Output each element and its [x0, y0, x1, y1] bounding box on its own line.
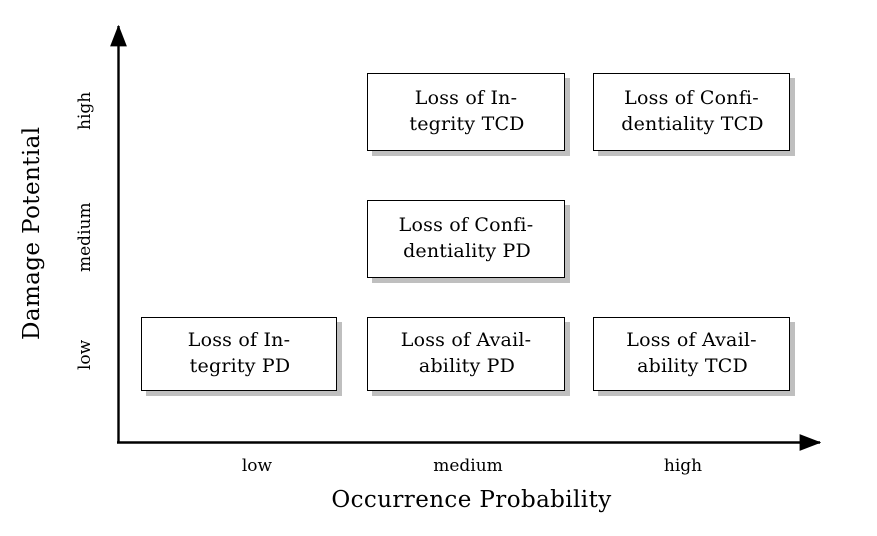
x-tick-high: high	[663, 456, 703, 476]
risk-cell-loss-of-confidentiality-tcd: Loss of Confi- dentiality TCD	[593, 73, 790, 151]
risk-cell-loss-of-availability-pd: Loss of Avail- ability PD	[367, 317, 565, 391]
y-tick-high: high	[75, 91, 95, 131]
risk-cell-line-1: Loss of In-	[187, 329, 291, 352]
risk-cell-loss-of-integrity-tcd: Loss of In- tegrity TCD	[367, 73, 565, 151]
risk-cell-line-1: Loss of Avail-	[400, 329, 532, 352]
risk-cell-line-1: Loss of In-	[414, 87, 518, 110]
x-axis-title: Occurrence Probability	[331, 487, 612, 513]
risk-cell-line-2: dentiality TCD	[621, 113, 764, 135]
x-tick-low: low	[241, 456, 273, 476]
risk-cell-line-1: Loss of Confi-	[398, 214, 534, 237]
risk-cell-line-2: ability TCD	[637, 355, 748, 377]
risk-cell-line-2: tegrity TCD	[409, 113, 525, 135]
risk-cell-line-2: tegrity PD	[189, 355, 291, 377]
risk-cell-loss-of-confidentiality-pd: Loss of Confi- dentiality PD	[367, 200, 565, 278]
risk-cell-line-1: Loss of Avail-	[626, 329, 757, 352]
risk-cell-line-2: ability PD	[418, 355, 516, 377]
y-axis-title: Damage Potential	[19, 126, 45, 340]
y-tick-medium: medium	[75, 202, 95, 272]
x-tick-medium: medium	[433, 456, 503, 476]
risk-cell-line-2: dentiality PD	[403, 240, 531, 262]
risk-cell-loss-of-integrity-pd: Loss of In- tegrity PD	[141, 317, 337, 391]
risk-cell-line-1: Loss of Confi-	[624, 87, 759, 110]
risk-cell-loss-of-availability-tcd: Loss of Avail- ability TCD	[593, 317, 790, 391]
y-tick-low: low	[75, 339, 95, 371]
